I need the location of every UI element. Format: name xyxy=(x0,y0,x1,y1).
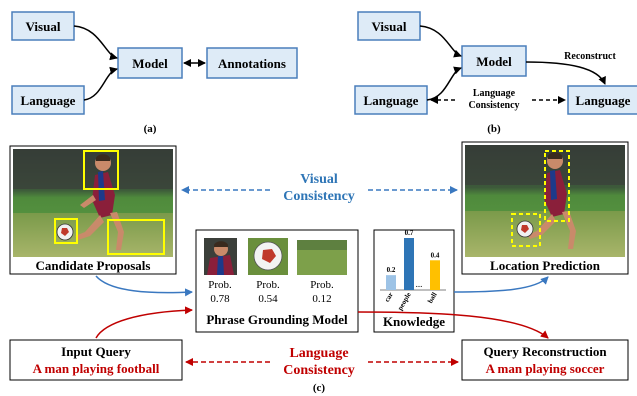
prob-label-1: Prob. xyxy=(208,279,232,291)
phrase-grounding-model-panel: Prob. Prob. Prob. 0.78 0.54 0.12 Phrase … xyxy=(195,229,359,333)
input-query-title: Input Query xyxy=(61,344,131,359)
b-reconstruct-label: Reconstruct xyxy=(564,51,616,62)
crop-thumbnail-grass xyxy=(297,240,347,275)
b-consistency-label-1: Language xyxy=(473,88,516,99)
predicted-box-ball xyxy=(511,213,541,247)
b-model-label: Model xyxy=(476,54,512,69)
c-caption: (c) xyxy=(313,382,326,394)
flow-arrow-model-to-reconstruction xyxy=(357,311,549,339)
soccer-photo-left xyxy=(13,149,173,257)
b-language-in-label: Language xyxy=(364,93,419,108)
phrase-grounding-model-label: Phrase Grounding Model xyxy=(206,312,348,327)
query-reconstruction-panel: Query Reconstruction A man playing socce… xyxy=(461,339,629,381)
crop-thumbnail-person xyxy=(204,238,237,275)
a-visual-label: Visual xyxy=(26,19,61,34)
b-reconstruct-arrow xyxy=(525,61,606,85)
prob-value-3: 0.12 xyxy=(312,293,331,305)
a-language-to-model-arrow xyxy=(83,66,118,101)
query-reconstruction-title: Query Reconstruction xyxy=(483,344,607,359)
b-visual-to-model-arrow xyxy=(419,25,462,58)
knowledge-value-people: 0.7 xyxy=(405,229,414,237)
proposal-box-person xyxy=(83,150,119,190)
crop-thumbnail-ball xyxy=(248,238,288,275)
panel-a: Visual Language Model Annotations (a) xyxy=(11,11,298,135)
candidate-proposals-label: Candidate Proposals xyxy=(36,258,151,273)
b-consistency-label-2: Consistency xyxy=(468,100,519,111)
b-caption: (b) xyxy=(487,123,501,135)
knowledge-value-car: 0.2 xyxy=(387,266,396,274)
query-reconstruction-text: A man playing soccer xyxy=(486,361,605,376)
knowledge-bar-car xyxy=(386,275,396,290)
b-language-out-box xyxy=(567,85,637,115)
location-prediction-panel: Location Prediction xyxy=(461,141,629,275)
prob-value-1: 0.78 xyxy=(210,293,230,305)
knowledge-title: Knowledge xyxy=(383,314,445,329)
visual-consistency-label-1: Visual xyxy=(300,172,338,187)
a-language-label: Language xyxy=(21,93,76,108)
a-annotations-label: Annotations xyxy=(218,56,286,71)
prob-label-2: Prob. xyxy=(256,279,280,291)
flow-arrow-model-to-location xyxy=(453,276,549,293)
knowledge-bar-people xyxy=(404,238,414,290)
knowledge-ellipsis: ... xyxy=(416,279,423,289)
language-consistency-label-1: Language xyxy=(289,346,348,361)
proposal-box-grass xyxy=(107,219,165,255)
a-caption: (a) xyxy=(144,123,157,135)
prob-value-2: 0.54 xyxy=(258,293,278,305)
input-query-panel: Input Query A man playing football xyxy=(9,339,183,381)
knowledge-value-ball: 0.4 xyxy=(431,251,440,259)
a-model-box xyxy=(117,47,183,79)
location-prediction-label: Location Prediction xyxy=(490,258,601,273)
a-annotations-box xyxy=(206,47,298,79)
predicted-box-person xyxy=(544,150,570,222)
knowledge-category-car: car xyxy=(383,291,395,303)
knowledge-bar-ball xyxy=(430,260,440,290)
b-language-out-label: Language xyxy=(576,93,631,108)
language-consistency-label-2: Consistency xyxy=(283,363,355,378)
b-language-to-model-arrow xyxy=(426,66,462,101)
prob-label-3: Prob. xyxy=(310,279,334,291)
panel-c: Candidate Proposals Location Prediction xyxy=(9,141,629,394)
candidate-proposals-panel: Candidate Proposals xyxy=(9,145,177,275)
b-visual-label: Visual xyxy=(372,19,407,34)
a-language-box xyxy=(11,85,85,115)
flow-arrow-proposals-to-model xyxy=(95,275,193,297)
b-model-box xyxy=(461,45,527,77)
proposal-box-ball xyxy=(54,218,78,244)
a-visual-to-model-arrow xyxy=(73,25,118,61)
a-visual-box xyxy=(11,11,75,41)
panel-b: Visual Language Model Language Reconstru… xyxy=(354,11,637,135)
input-query-text: A man playing football xyxy=(33,361,160,376)
visual-consistency-label-2: Consistency xyxy=(283,189,355,204)
a-model-label: Model xyxy=(132,56,168,71)
flow-arrow-query-to-model xyxy=(95,306,193,339)
